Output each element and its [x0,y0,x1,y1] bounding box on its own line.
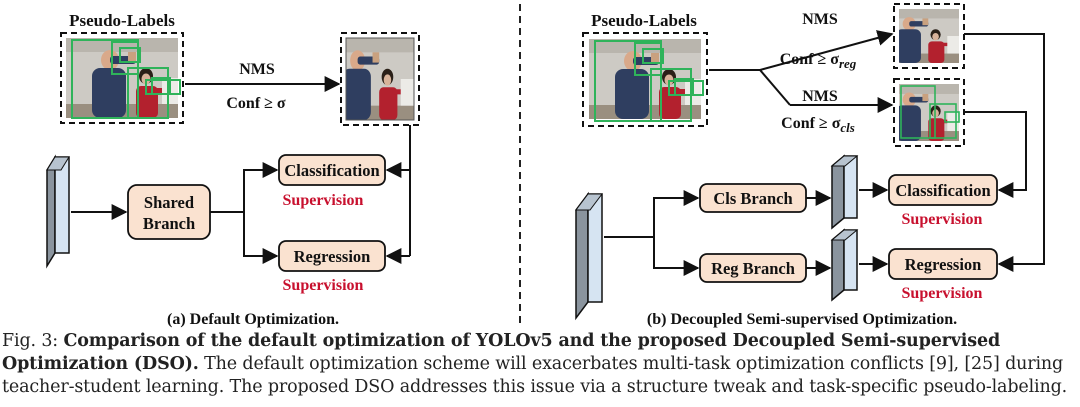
nms-label-cls: NMS [802,88,838,105]
feature-map-reg [830,228,859,302]
cls-branch-box: Cls Branch [699,183,807,213]
pseudo-labels-title-b: Pseudo-Labels [591,11,697,30]
pseudo-labels-title-a: Pseudo-Labels [69,11,175,30]
feature-map-cls [830,154,859,230]
classification-box-b: Classification [888,174,998,206]
bbox-overlay [594,40,704,122]
figure-diagram: Pseudo-Labels NMS Conf ≥ σ [46,3,1045,328]
pseudo-label-image-b [582,32,708,127]
shared-branch-box: Shared Branch [127,184,211,240]
caption-title: Comparison of the default optimization o… [2,331,1001,374]
regression-box-a: Regression [278,240,386,272]
reg-branch-box: Reg Branch [699,253,807,283]
caption-body: The default optimization scheme will exa… [2,354,1068,397]
supervision-label-reg-b: Supervision [902,285,983,302]
svg-text:Branch: Branch [143,214,195,233]
conf-threshold-reg: Conf ≥ σreg [780,51,857,71]
pseudo-label-image-a [60,32,184,124]
nms-label-reg: NMS [802,11,838,28]
regression-box-b: Regression [888,248,998,280]
svg-text:Shared: Shared [144,193,194,212]
bbox-overlay [71,39,181,119]
svg-text:Classification: Classification [895,181,990,200]
caption-prefix: Fig. 3: [2,331,64,351]
subcaption-a: (a) Default Optimization. [167,311,339,328]
supervision-label-reg-a: Supervision [283,277,364,294]
figure-caption: Fig. 3: Comparison of the default optimi… [2,330,1078,399]
nms-label-a: NMS [239,61,275,78]
feature-map-b [575,191,603,321]
filtered-image-cls [893,78,965,147]
filtered-image-reg [893,3,965,69]
subcaption-b: (b) Decoupled Semi-supervised Optimizati… [647,311,957,328]
conf-threshold-a: Conf ≥ σ [226,95,286,112]
filtered-image-a [340,32,420,126]
panel-a: Pseudo-Labels NMS Conf ≥ σ [46,11,420,328]
conf-threshold-cls: Conf ≥ σcls [781,115,855,135]
svg-text:Regression: Regression [905,255,982,274]
panel-b: Pseudo-Labels NMS Conf ≥ σreg NMS Conf ≥… [575,3,1045,328]
svg-text:Classification: Classification [284,161,379,180]
feature-map-a [46,154,70,269]
svg-text:Cls Branch: Cls Branch [713,189,792,208]
classification-box-a: Classification [278,154,386,186]
svg-text:Reg Branch: Reg Branch [711,259,795,278]
supervision-label-cls-b: Supervision [902,211,983,228]
svg-text:Regression: Regression [294,247,371,266]
supervision-label-cls-a: Supervision [283,192,364,209]
